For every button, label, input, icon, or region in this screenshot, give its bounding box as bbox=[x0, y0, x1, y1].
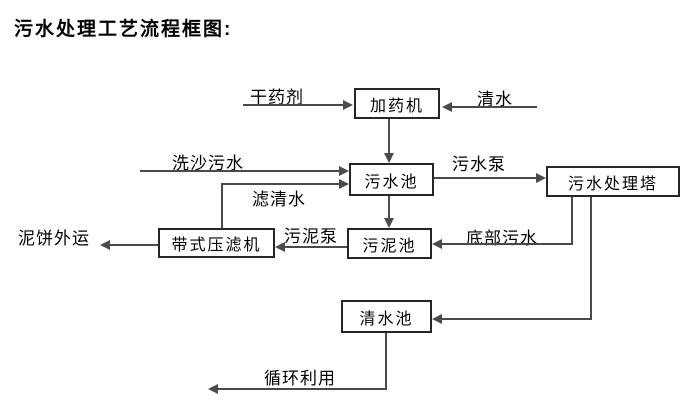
edge-label-bottom-sewage: 底部污水 bbox=[466, 229, 538, 248]
connector-tower-to-clean-water-horizontal bbox=[442, 318, 592, 320]
arrowhead-mud-cake-out bbox=[100, 240, 110, 250]
node-belt-filter-press: 带式压滤机 bbox=[158, 228, 275, 258]
arrowhead-into-treatment-tower bbox=[536, 173, 546, 183]
edge-label-sludge-pump: 污泥泵 bbox=[284, 227, 338, 246]
connector-clean-water-line bbox=[452, 106, 537, 108]
connector-tower-to-clean-water-vertical bbox=[590, 197, 592, 320]
connector-bottom-sewage-horizontal bbox=[441, 243, 573, 245]
arrowhead-recycling-out bbox=[208, 384, 218, 394]
edge-label-dry-chemical: 干药剂 bbox=[250, 88, 304, 107]
connector-mud-cake-line bbox=[110, 244, 158, 246]
connector-dry-chemical-line bbox=[243, 104, 343, 106]
connector-recycling-vertical bbox=[385, 333, 387, 390]
node-clean-water-pool: 清水池 bbox=[341, 300, 432, 333]
edge-label-sewage-pump: 污水泵 bbox=[452, 155, 506, 174]
connector-sludge-pump-line bbox=[285, 246, 347, 248]
node-sewage-treatment-tower: 污水处理塔 bbox=[546, 166, 680, 197]
edge-label-filtered-water: 滤清水 bbox=[252, 190, 306, 209]
edge-label-mud-cake-shipped-out: 泥饼外运 bbox=[18, 229, 90, 248]
arrowhead-into-dosing-machine-left bbox=[343, 100, 353, 110]
arrowhead-into-sewage-pool-left-2 bbox=[339, 179, 349, 189]
connector-filtered-water-horizontal bbox=[221, 183, 339, 185]
arrowhead-into-dosing-machine-right bbox=[442, 102, 452, 112]
connector-dosing-to-sewage-pool bbox=[388, 119, 390, 155]
edge-label-recycling: 循环利用 bbox=[264, 369, 336, 388]
arrowhead-into-clean-water-pool bbox=[432, 314, 442, 324]
arrowhead-into-sludge-pool-right bbox=[432, 239, 442, 249]
arrowhead-into-sewage-pool-top bbox=[384, 153, 394, 163]
connector-recycling-horizontal bbox=[218, 388, 387, 390]
connector-filtered-water-vertical bbox=[221, 183, 223, 228]
page-title: 污水处理工艺流程框图: bbox=[14, 19, 233, 40]
edge-label-clean-water: 清水 bbox=[477, 90, 513, 109]
arrowhead-into-sludge-pool-top bbox=[384, 218, 394, 228]
connector-sand-washing-sewage-line bbox=[140, 170, 339, 172]
connector-sewage-pool-to-sludge-pool bbox=[388, 196, 390, 220]
arrowhead-into-sewage-pool-left-1 bbox=[339, 166, 349, 176]
node-sludge-pool: 污泥池 bbox=[347, 228, 432, 259]
node-dosing-machine: 加药机 bbox=[354, 88, 440, 119]
connector-sewage-pump-line bbox=[434, 177, 536, 179]
node-sewage-pool: 污水池 bbox=[349, 163, 434, 196]
edge-label-sand-washing-sewage: 洗沙污水 bbox=[172, 154, 244, 173]
connector-bottom-sewage-vertical bbox=[571, 197, 573, 245]
arrowhead-into-belt-filter-press bbox=[275, 242, 285, 252]
